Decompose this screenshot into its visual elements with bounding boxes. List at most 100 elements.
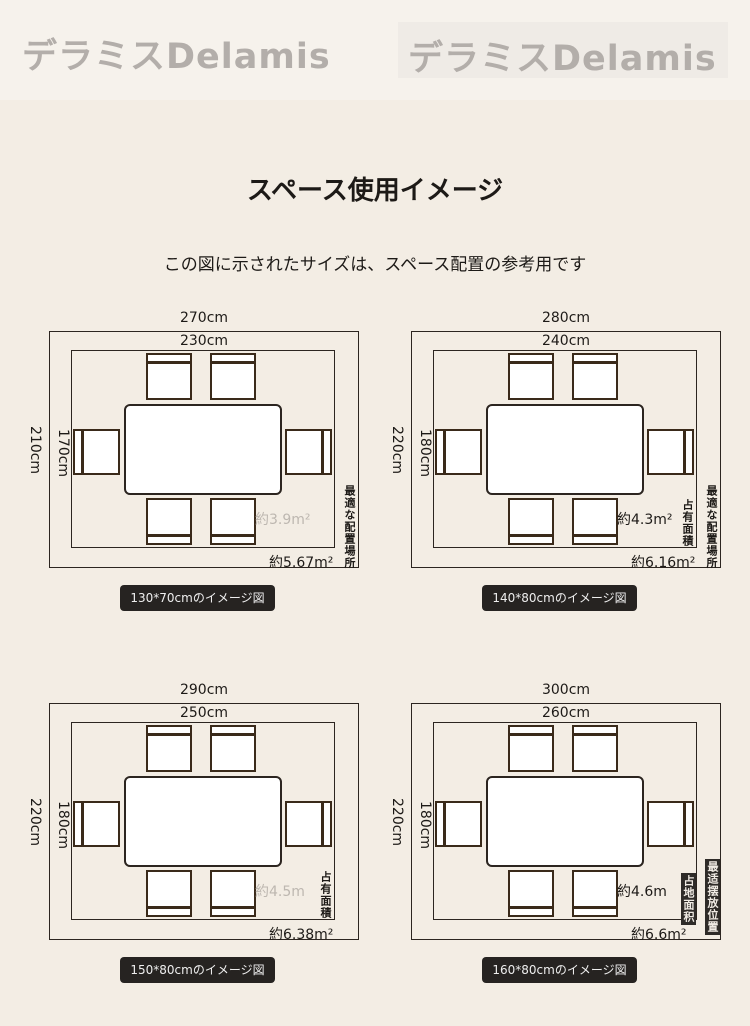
dining-table xyxy=(124,776,282,867)
dining-table xyxy=(486,404,644,495)
outer-height-label: 210cm xyxy=(27,426,43,475)
outer-space-outline xyxy=(411,331,721,568)
chair-bottom xyxy=(210,870,256,917)
dining-table xyxy=(486,776,644,867)
outer-height-label: 220cm xyxy=(27,798,43,847)
outer-space-outline xyxy=(49,331,359,568)
diagram-caption: 140*80cmのイメージ図 xyxy=(482,585,637,611)
chair-right xyxy=(285,429,332,475)
chair-top xyxy=(572,353,618,400)
inner-width-label: 230cm xyxy=(179,333,229,349)
chair-backrest xyxy=(574,727,616,736)
area-tag: 占地面积 xyxy=(681,873,696,925)
chair-backrest xyxy=(75,431,84,473)
brand-header: デラミスDelamis デラミスDelamis xyxy=(0,0,750,100)
outer-space-outline xyxy=(49,703,359,940)
occupied-area-label: 約3.9m² xyxy=(255,512,311,528)
chair-top xyxy=(146,725,192,772)
chair-backrest xyxy=(148,534,190,543)
placement-tag: 最適な配置場所 xyxy=(705,485,718,569)
chair-left xyxy=(73,801,120,847)
page-title: スペース使用イメージ xyxy=(246,176,504,206)
chair-backrest xyxy=(683,803,692,845)
total-area-label: 約6.6m² xyxy=(631,927,687,943)
chair-backrest xyxy=(510,906,552,915)
chair-top xyxy=(210,725,256,772)
total-area-label: 約6.16m² xyxy=(631,555,696,571)
chair-backrest xyxy=(437,803,446,845)
outer-width-label: 270cm xyxy=(179,310,229,326)
chair-bottom xyxy=(572,870,618,917)
inner-height-label: 180cm xyxy=(55,801,71,850)
chair-bottom xyxy=(210,498,256,545)
placement-tag: 最适摆放位置 xyxy=(705,859,720,935)
outer-height-label: 220cm xyxy=(389,426,405,475)
chair-backrest xyxy=(437,431,446,473)
chair-bottom xyxy=(572,498,618,545)
chair-left xyxy=(435,801,482,847)
chair-right xyxy=(647,429,694,475)
occupied-area-label: 約4.3m² xyxy=(617,512,673,528)
total-area-label: 約6.38m² xyxy=(269,927,334,943)
dining-table xyxy=(124,404,282,495)
brand-watermark: デラミスDelamis xyxy=(408,39,717,79)
chair-top xyxy=(508,353,554,400)
occupied-area-label: 約4.6m xyxy=(617,884,667,900)
chair-backrest xyxy=(574,355,616,364)
chair-bottom xyxy=(508,870,554,917)
chair-bottom xyxy=(146,870,192,917)
chair-left xyxy=(435,429,482,475)
chair-backrest xyxy=(212,534,254,543)
layout-panel: 290cm 250cm 220cm 180cm 約4.5m 約6.38m² 占有面積 150*… xyxy=(27,682,379,993)
chair-backrest xyxy=(510,534,552,543)
inner-height-label: 180cm xyxy=(417,801,433,850)
chair-top xyxy=(572,725,618,772)
chair-backrest xyxy=(75,803,84,845)
layout-panel: 300cm 260cm 220cm 180cm 約4.6m 約6.6m² 占地面积最适摆放位… xyxy=(389,682,741,993)
outer-height-label: 220cm xyxy=(389,798,405,847)
chair-backrest xyxy=(321,803,330,845)
chair-backrest xyxy=(683,431,692,473)
chair-backrest xyxy=(212,355,254,364)
diagram-caption: 130*70cmのイメージ図 xyxy=(120,585,275,611)
chair-bottom xyxy=(508,498,554,545)
chair-backrest xyxy=(148,727,190,736)
diagram-caption: 160*80cmのイメージ図 xyxy=(482,957,637,983)
occupied-area-label: 約4.5m xyxy=(255,884,305,900)
chair-right xyxy=(285,801,332,847)
outer-width-label: 300cm xyxy=(541,682,591,698)
chair-backrest xyxy=(212,906,254,915)
inner-space-outline xyxy=(433,722,697,920)
inner-height-label: 180cm xyxy=(417,429,433,478)
inner-space-outline xyxy=(71,350,335,548)
chair-backrest xyxy=(321,431,330,473)
brand-watermark: デラミスDelamis xyxy=(22,37,331,77)
total-area-label: 約5.67m² xyxy=(269,555,334,571)
chair-backrest xyxy=(148,355,190,364)
outer-space-outline xyxy=(411,703,721,940)
chair-right xyxy=(647,801,694,847)
inner-height-label: 170cm xyxy=(55,429,71,478)
inner-space-outline xyxy=(433,350,697,548)
chair-top xyxy=(508,725,554,772)
placement-tag: 最適な配置場所 xyxy=(343,485,356,569)
inner-width-label: 250cm xyxy=(179,705,229,721)
outer-width-label: 290cm xyxy=(179,682,229,698)
inner-width-label: 260cm xyxy=(541,705,591,721)
chair-left xyxy=(73,429,120,475)
area-tag: 占有面積 xyxy=(681,499,694,547)
diagram-caption: 150*80cmのイメージ図 xyxy=(120,957,275,983)
chair-bottom xyxy=(146,498,192,545)
chair-top xyxy=(210,353,256,400)
chair-backrest xyxy=(510,727,552,736)
layout-panel: 270cm 230cm 210cm 170cm 約3.9m² 約5.67m² 最適な配置場所… xyxy=(27,310,379,621)
area-tag: 占有面積 xyxy=(319,871,332,919)
brand-watermark-box xyxy=(398,22,728,78)
chair-backrest xyxy=(574,534,616,543)
chair-backrest xyxy=(574,906,616,915)
chair-backrest xyxy=(510,355,552,364)
inner-space-outline xyxy=(71,722,335,920)
outer-width-label: 280cm xyxy=(541,310,591,326)
chair-top xyxy=(146,353,192,400)
